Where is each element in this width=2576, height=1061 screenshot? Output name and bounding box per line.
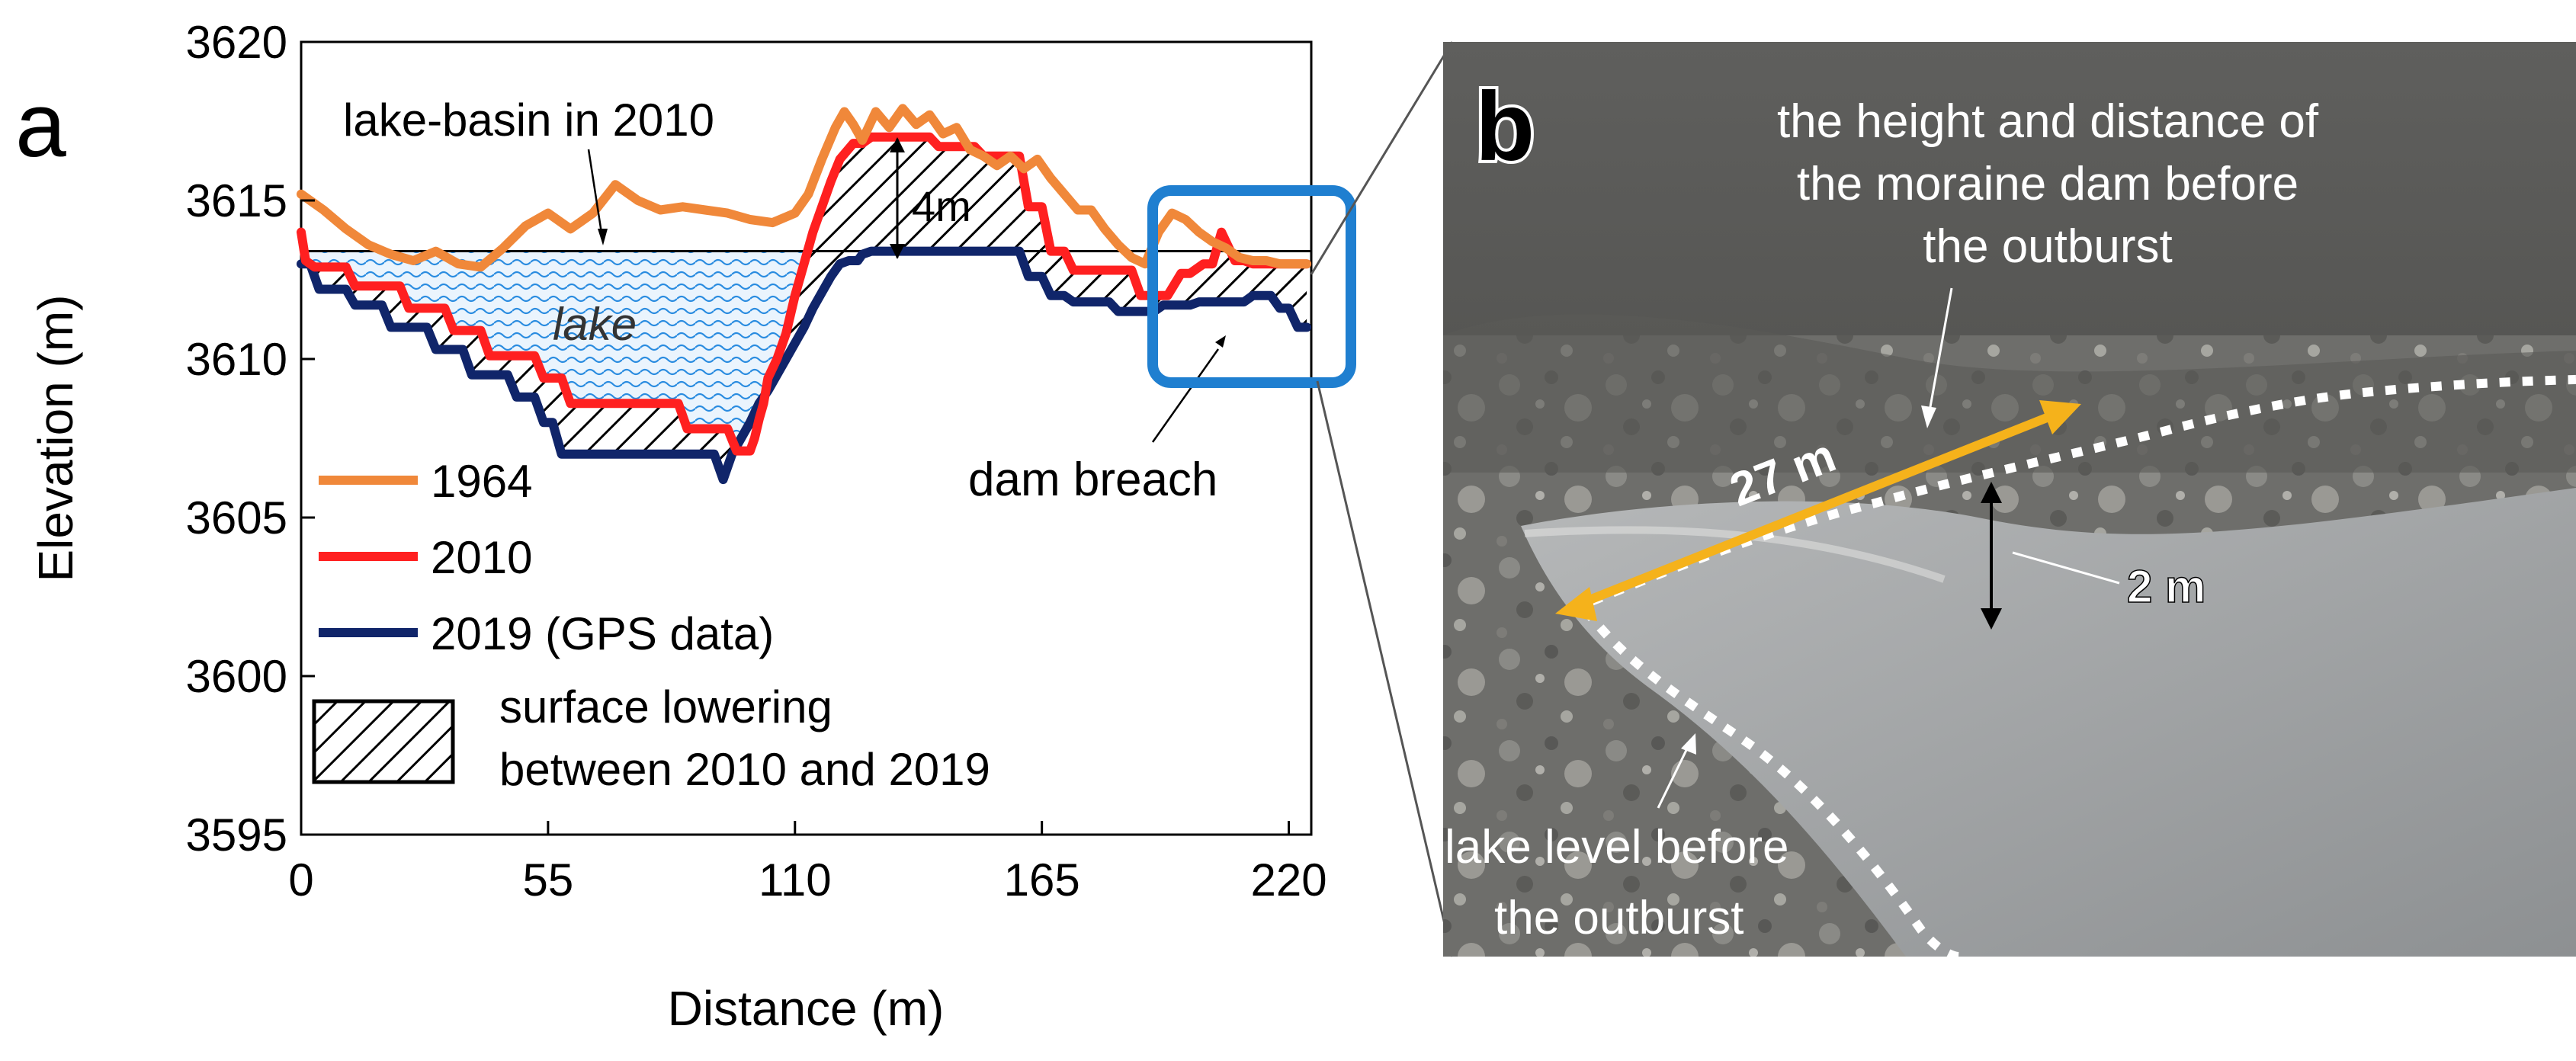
caption-bottom-line1: lake level before	[1445, 821, 1789, 873]
connector-bottom	[1316, 380, 1454, 957]
height-label-leader	[2012, 551, 2120, 585]
caption-bottom-pointer	[1657, 745, 1690, 809]
dashed-lake-level	[1582, 607, 1960, 961]
annotation-lake: lake	[553, 299, 637, 350]
caption-top-line2: the moraine dam before	[1797, 158, 2299, 210]
distance-arrow-head-left	[1555, 587, 1597, 621]
lake-basin-arrowhead	[598, 229, 608, 245]
height-arrow-head-bottom	[1981, 608, 2002, 630]
x-tick-label: 165	[1004, 854, 1080, 906]
y-tick-label: 3610	[186, 334, 287, 385]
caption-top-line3: the outburst	[1923, 220, 2172, 273]
panel-b-letter: b	[1475, 72, 1535, 181]
caption-bottom-arrowhead	[1681, 733, 1696, 755]
dam-breach-pointer	[1151, 348, 1220, 443]
series-line-2010	[297, 132, 1312, 456]
y-axis-label: Elevation (m)	[28, 295, 83, 582]
distance-arrow-head-right	[2039, 400, 2081, 434]
caption-top-arrowhead	[1921, 405, 1936, 428]
connector-top	[1310, 41, 1454, 275]
legend-label-1964: 1964	[431, 456, 532, 507]
panel-a-letter: a	[15, 74, 66, 176]
distance-arrow-line	[1572, 407, 2064, 611]
y-tick-label: 3600	[186, 651, 287, 702]
dam-breach-arrowhead	[1215, 335, 1226, 348]
x-tick-label: 55	[523, 854, 574, 906]
x-tick-label: 0	[288, 854, 313, 906]
height-arrow	[890, 137, 905, 259]
annotation-lake-basin: lake-basin in 2010	[343, 95, 714, 146]
x-tick-label: 220	[1251, 854, 1327, 906]
photo-slope	[1443, 314, 2576, 473]
legend: 1964 2010 2019 (GPS data) surface loweri…	[312, 456, 990, 795]
legend-label-2019: 2019 (GPS data)	[431, 608, 774, 659]
dam-breach-highlight-box	[1147, 185, 1356, 388]
panel-a: a 0 55 110 165 220 3595 3600 3605 3610 3615 3620 D…	[15, 17, 1356, 1036]
annotation-height: 4m	[912, 182, 971, 230]
photo-water-foam	[1524, 526, 1946, 583]
axis-ticks: 0 55 110 165 220 3595 3600 3605 3610 3615 3620	[186, 17, 1327, 906]
y-tick-label: 3620	[186, 17, 287, 68]
legend-swatch-hatch	[312, 699, 455, 784]
caption-top-pointer	[1927, 287, 1953, 416]
height-arrow-head-top	[1981, 482, 2002, 503]
y-tick-label: 3605	[186, 492, 287, 543]
x-tick-label: 110	[759, 854, 832, 906]
legend-label-hatch-line1: surface lowering	[499, 681, 832, 732]
caption-bottom-line2: the outburst	[1494, 892, 1744, 944]
panel-b-photo: 27 m 2 m b the height and distance of th…	[1443, 42, 2576, 961]
annotation-dam-breach: dam breach	[968, 454, 1217, 506]
x-axis-label: Distance (m)	[668, 981, 945, 1036]
lake-basin-pointer	[587, 149, 604, 239]
legend-label-hatch-line2: between 2010 and 2019	[499, 744, 990, 795]
surface-lowering-area	[301, 136, 1307, 480]
plot-frame	[300, 40, 1313, 836]
height-label: 2 m	[2127, 561, 2205, 612]
series-line-1964	[297, 104, 1312, 272]
y-tick-label: 3595	[186, 809, 287, 861]
legend-label-2010: 2010	[431, 532, 532, 583]
y-tick-label: 3615	[186, 175, 287, 226]
photo-water	[1521, 488, 2576, 957]
caption-top-line1: the height and distance of	[1777, 95, 2319, 148]
